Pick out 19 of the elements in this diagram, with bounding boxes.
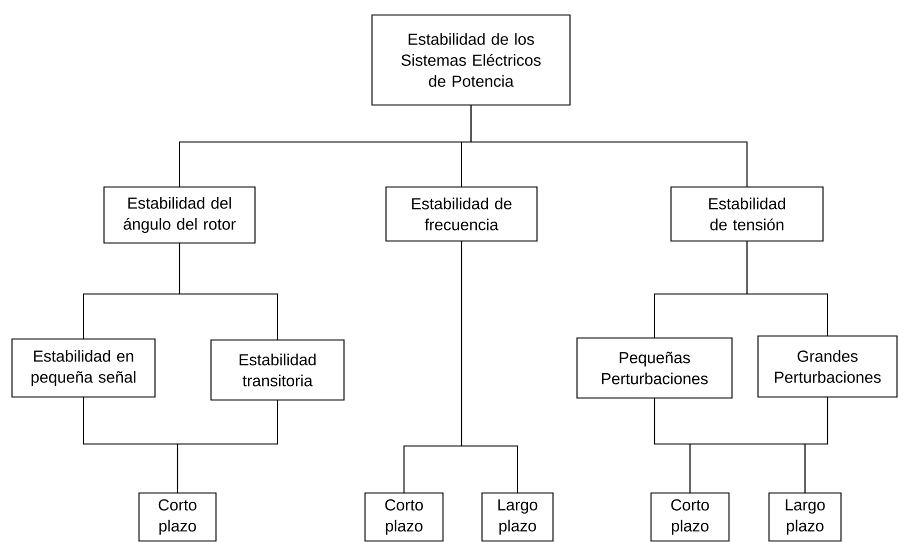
connector-line bbox=[470, 106, 748, 186]
category-box: Pequeñas Perturbaciones bbox=[576, 337, 733, 399]
category-box: Corto plazo bbox=[138, 492, 217, 542]
category-box: Estabilidad transitoria bbox=[210, 339, 345, 401]
category-box: Estabilidad de tensión bbox=[670, 186, 824, 242]
category-box: Largo plazo bbox=[768, 492, 842, 542]
category-box: Estabilidad de los Sistemas Eléctricos de Potencia bbox=[371, 14, 571, 106]
category-box: Largo plazo bbox=[481, 492, 554, 542]
connector-line bbox=[176, 400, 278, 492]
category-box: Corto plazo bbox=[650, 492, 730, 542]
connector-line bbox=[460, 242, 518, 492]
connector-line bbox=[804, 398, 828, 492]
connector-line bbox=[746, 242, 828, 336]
connector-line bbox=[178, 244, 278, 340]
category-box: Estabilidad de frecuencia bbox=[385, 186, 538, 242]
category-box: Corto plazo bbox=[364, 492, 444, 542]
category-box: Grandes Perturbaciones bbox=[757, 335, 898, 398]
category-box: Estabilidad del ángulo del rotor bbox=[103, 186, 256, 244]
category-box: Estabilidad en pequeña señal bbox=[11, 338, 156, 398]
